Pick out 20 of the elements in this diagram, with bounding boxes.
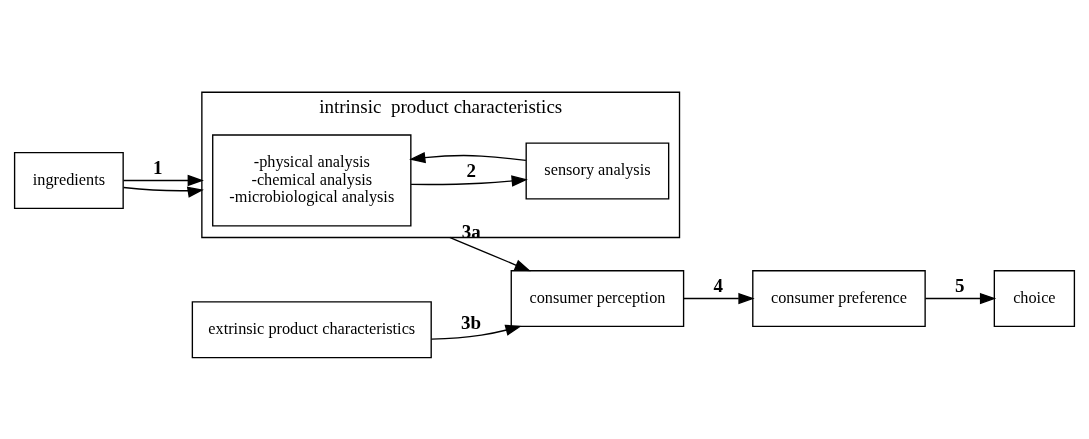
node-box: -physical analysis -chemical analysis -microbiological analysis: [212, 134, 412, 227]
edge-label: 1: [153, 156, 163, 178]
arrow: [122, 174, 204, 187]
node-box: extrinsic product characteristics: [191, 301, 432, 359]
node-box: sensory analysis: [525, 142, 670, 200]
edge-label: 2: [466, 159, 476, 181]
arrow: [410, 175, 528, 187]
edge-label: 4: [713, 275, 723, 297]
arrow: [449, 236, 531, 272]
arrow: [683, 292, 755, 305]
node-box: consumer perception: [510, 270, 685, 328]
edge-label: 3b: [461, 311, 482, 333]
edge-label: 5: [954, 275, 965, 297]
node-box: consumer preference: [752, 270, 926, 328]
arrow: [122, 186, 204, 198]
arrow: [924, 292, 997, 305]
arrow: [409, 151, 527, 164]
node-box: ingredients: [13, 152, 124, 209]
node-box: choice: [993, 270, 1076, 328]
arrow: [430, 324, 522, 340]
